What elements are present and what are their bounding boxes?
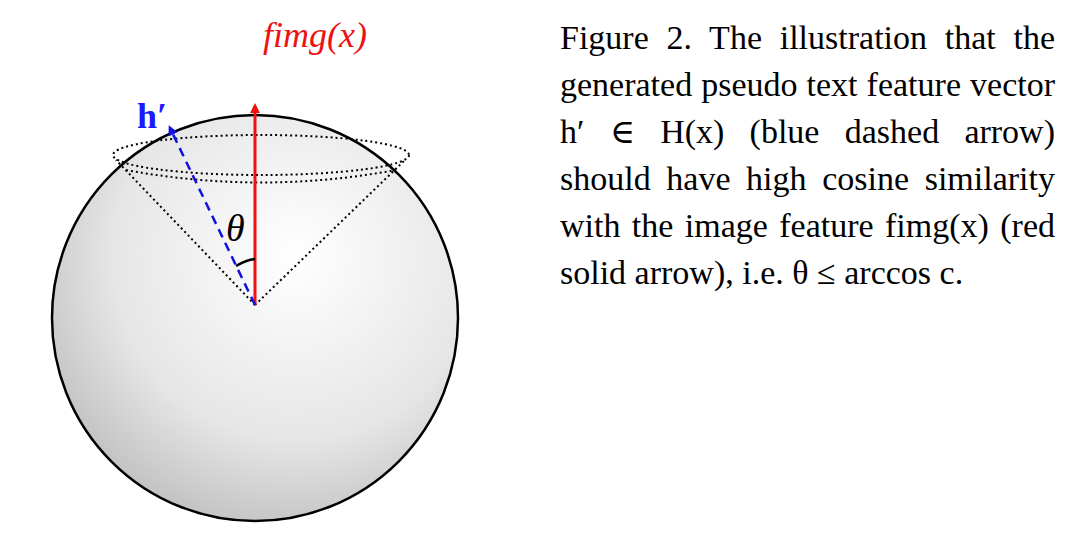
figure-caption: Figure 2. The illustration that the gene… xyxy=(560,14,1055,296)
cone-edge xyxy=(255,160,405,305)
cone-rim xyxy=(113,135,409,175)
vector-label: h′ xyxy=(137,95,167,137)
cone-rim-lower xyxy=(126,170,396,183)
image-feature-arrow xyxy=(254,106,257,305)
angle-label: θ xyxy=(226,206,245,250)
angle-arc xyxy=(236,259,255,266)
cone-edge xyxy=(116,160,255,305)
vector-label: fimg(x) xyxy=(263,14,367,56)
text-feature-arrow xyxy=(170,128,255,305)
